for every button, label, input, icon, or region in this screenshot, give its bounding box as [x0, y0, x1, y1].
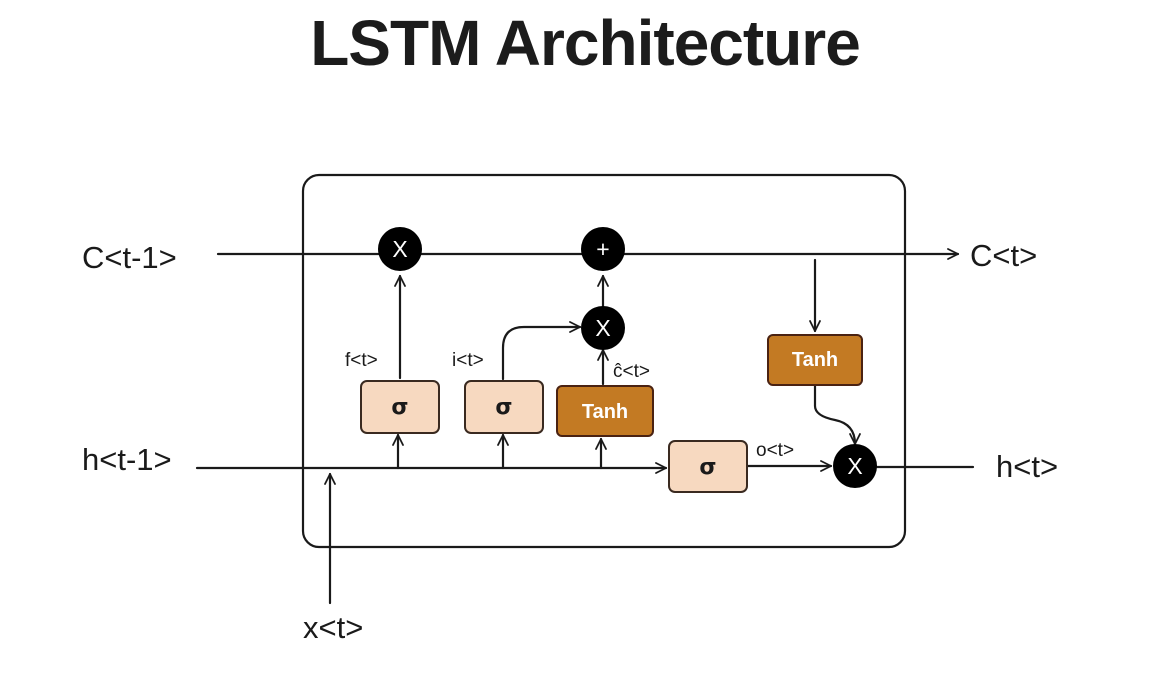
svg-text:X: X — [847, 453, 862, 479]
svg-text:σ: σ — [699, 455, 716, 480]
forget-multiply-op: X — [378, 227, 422, 271]
svg-text:X: X — [595, 315, 610, 341]
svg-text:X: X — [392, 236, 407, 262]
input-gate-output-arrow — [501, 321, 582, 381]
lstm-cell-border — [301, 173, 907, 549]
output-multiply-op: X — [833, 444, 877, 488]
hidden-state-in-label: h<t-1> — [82, 442, 172, 477]
output-gate-label: o<t> — [756, 440, 794, 461]
cell-tanh-block: Tanh — [767, 334, 863, 386]
tanh-to-output-arrow — [813, 384, 861, 446]
input-gate-label: i<t> — [452, 350, 484, 371]
svg-text:Tanh: Tanh — [792, 349, 838, 371]
output-gate-sigmoid: σ — [668, 440, 748, 493]
svg-text:σ: σ — [391, 395, 408, 420]
forget-gate-sigmoid: σ — [360, 380, 440, 434]
input-gate-sigmoid: σ — [464, 380, 544, 434]
diagram-title: LSTM Architecture — [310, 7, 861, 79]
candidate-tanh-block: Tanh — [556, 385, 654, 437]
svg-text:+: + — [596, 236, 609, 262]
svg-text:Tanh: Tanh — [582, 401, 628, 423]
input-multiply-op: X — [581, 306, 625, 350]
cell-state-in-label: C<t-1> — [82, 240, 177, 275]
forget-gate-label: f<t> — [345, 350, 378, 371]
input-x-label: x<t> — [303, 610, 363, 645]
candidate-label: ĉ<t> — [613, 361, 650, 382]
add-op: + — [581, 227, 625, 271]
hidden-state-out-label: h<t> — [996, 449, 1058, 484]
svg-text:σ: σ — [495, 395, 512, 420]
cell-state-out-label: C<t> — [970, 238, 1037, 273]
